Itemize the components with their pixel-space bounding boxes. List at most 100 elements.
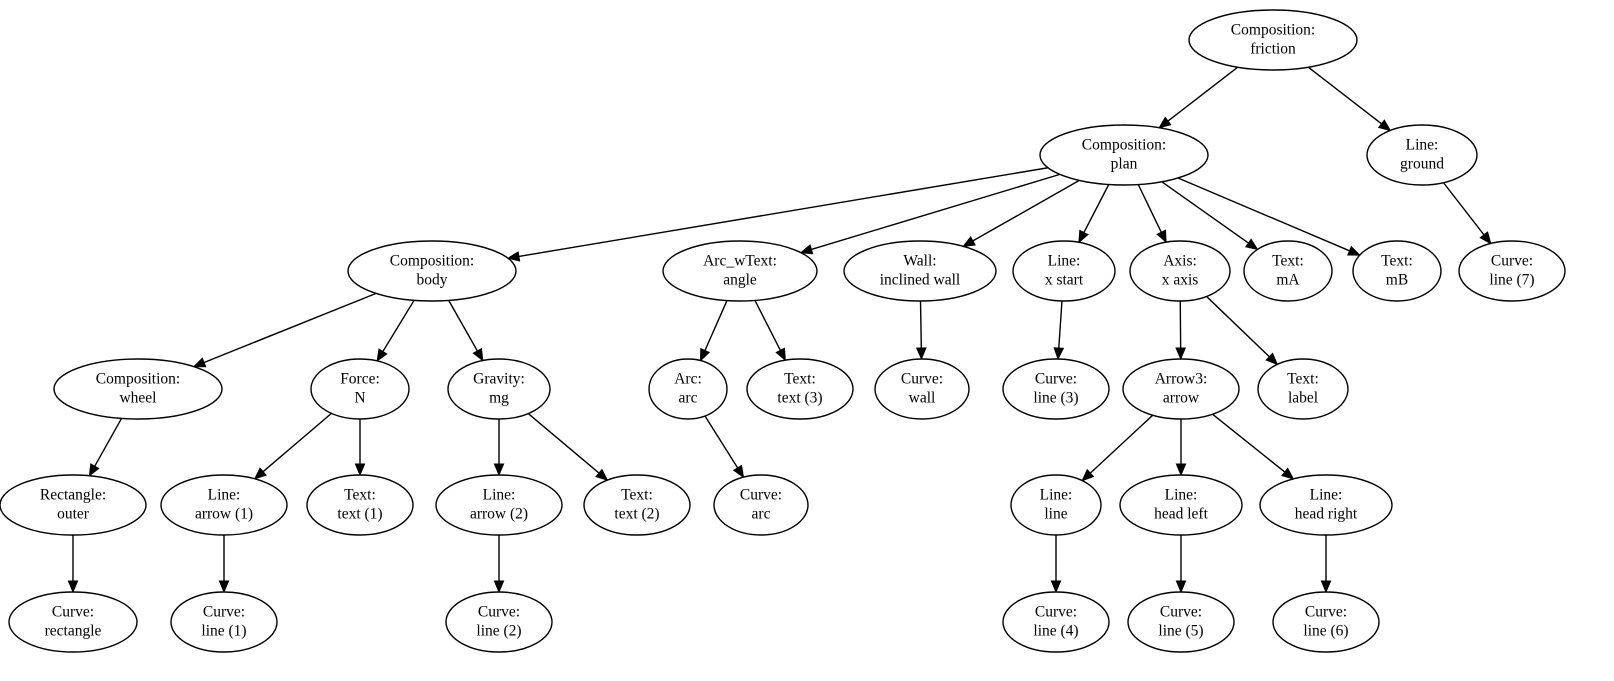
graph-node-mB[interactable]: Text:mB xyxy=(1352,240,1442,302)
node-ellipse-curverect[interactable] xyxy=(8,591,138,653)
graph-node-arrow3[interactable]: Arrow3:arrow xyxy=(1122,358,1240,420)
node-ellipse-lineline[interactable] xyxy=(1010,474,1102,536)
node-ellipse-wheel[interactable] xyxy=(53,358,223,420)
node-label-name-headleft: head left xyxy=(1154,506,1208,523)
node-ellipse-line5[interactable] xyxy=(1127,591,1235,653)
graph-node-line1[interactable]: Curve:line (1) xyxy=(170,591,278,653)
graph-node-plan[interactable]: Composition:plan xyxy=(1039,124,1209,186)
node-ellipse-line1[interactable] xyxy=(170,591,278,653)
graph-node-curvewall[interactable]: Curve:wall xyxy=(874,358,970,420)
node-ellipse-line7[interactable] xyxy=(1458,240,1566,302)
graph-node-line6[interactable]: Curve:line (6) xyxy=(1272,591,1380,653)
graph-node-line3[interactable]: Curve:line (3) xyxy=(1002,358,1110,420)
node-label-name-angle: angle xyxy=(723,272,757,289)
node-label-name-line3: line (3) xyxy=(1033,390,1078,407)
node-ellipse-body[interactable] xyxy=(347,240,517,302)
arrowhead-icon xyxy=(1175,463,1187,477)
node-ellipse-text1[interactable] xyxy=(306,474,414,536)
graph-node-text3[interactable]: Text:text (3) xyxy=(746,358,854,420)
node-label-name-line2: line (2) xyxy=(476,623,521,640)
arrowhead-icon xyxy=(1346,245,1361,256)
graph-node-wall[interactable]: Wall:inclined wall xyxy=(843,240,997,302)
graph-node-line5[interactable]: Curve:line (5) xyxy=(1127,591,1235,653)
graph-node-text2[interactable]: Text:text (2) xyxy=(583,474,691,536)
graph-node-arrow1[interactable]: Line:arrow (1) xyxy=(160,474,288,536)
node-ellipse-arrow3[interactable] xyxy=(1122,358,1240,420)
arrowhead-icon xyxy=(699,347,711,362)
edge-plan-to-angle xyxy=(811,173,1061,251)
node-ellipse-mA[interactable] xyxy=(1243,240,1333,302)
node-label-type-curvearc: Curve: xyxy=(740,487,782,504)
node-label-name-forceN: N xyxy=(354,390,365,407)
arrowhead-icon xyxy=(493,463,505,477)
node-ellipse-plan[interactable] xyxy=(1039,124,1209,186)
node-ellipse-rectouter[interactable] xyxy=(0,474,147,536)
node-label-name-friction: friction xyxy=(1250,41,1296,58)
node-ellipse-line4[interactable] xyxy=(1002,591,1110,653)
graph-node-curvearc[interactable]: Curve:arc xyxy=(713,474,809,536)
edge-wheel-to-rectouter xyxy=(94,418,123,467)
node-ellipse-arc[interactable] xyxy=(648,358,728,420)
node-ellipse-friction[interactable] xyxy=(1188,9,1358,71)
graph-node-rectouter[interactable]: Rectangle:outer xyxy=(0,474,147,536)
graph-node-line7[interactable]: Curve:line (7) xyxy=(1458,240,1566,302)
arrowhead-icon xyxy=(915,347,927,361)
node-ellipse-text3[interactable] xyxy=(746,358,854,420)
node-ellipse-gravity[interactable] xyxy=(447,358,551,420)
edge-arrow3-to-headright xyxy=(1212,413,1286,473)
node-label-type-arrow1: Line: xyxy=(208,487,241,504)
graph-node-headleft[interactable]: Line:head left xyxy=(1119,474,1243,536)
node-ellipse-curvewall[interactable] xyxy=(874,358,970,420)
node-ellipse-wall[interactable] xyxy=(843,240,997,302)
node-label-type-text1: Text: xyxy=(344,487,376,504)
node-ellipse-text2[interactable] xyxy=(583,474,691,536)
graph-node-gravity[interactable]: Gravity:mg xyxy=(447,358,551,420)
node-ellipse-headleft[interactable] xyxy=(1119,474,1243,536)
graph-node-line2[interactable]: Curve:line (2) xyxy=(445,591,553,653)
node-label-name-line5: line (5) xyxy=(1158,623,1203,640)
node-label-type-body: Composition: xyxy=(390,253,474,270)
arrowhead-icon xyxy=(506,251,521,262)
node-ellipse-mB[interactable] xyxy=(1352,240,1442,302)
node-label-name-plan: plan xyxy=(1111,156,1138,173)
node-ellipse-forceN[interactable] xyxy=(310,358,410,420)
graph-node-label[interactable]: Text:label xyxy=(1257,358,1349,420)
arrowhead-icon xyxy=(1479,231,1492,245)
node-ellipse-headright[interactable] xyxy=(1259,474,1393,536)
node-label-name-arrow2: arrow (2) xyxy=(470,506,528,523)
node-ellipse-arrow2[interactable] xyxy=(435,474,563,536)
node-ellipse-label[interactable] xyxy=(1257,358,1349,420)
graph-node-forceN[interactable]: Force:N xyxy=(310,358,410,420)
graph-node-xaxis[interactable]: Axis:x axis xyxy=(1129,240,1231,302)
graph-node-curverect[interactable]: Curve:rectangle xyxy=(8,591,138,653)
node-ellipse-line6[interactable] xyxy=(1272,591,1380,653)
node-ellipse-xstart[interactable] xyxy=(1012,240,1116,302)
arrowhead-icon xyxy=(218,580,230,594)
node-ellipse-xaxis[interactable] xyxy=(1129,240,1231,302)
arrowhead-icon xyxy=(354,463,366,477)
graph-node-wheel[interactable]: Composition:wheel xyxy=(53,358,223,420)
graph-node-arrow2[interactable]: Line:arrow (2) xyxy=(435,474,563,536)
graph-node-friction[interactable]: Composition:friction xyxy=(1188,9,1358,71)
node-ellipse-line2[interactable] xyxy=(445,591,553,653)
graph-node-xstart[interactable]: Line:x start xyxy=(1012,240,1116,302)
arrowhead-icon xyxy=(799,244,814,255)
graph-node-mA[interactable]: Text:mA xyxy=(1243,240,1333,302)
node-label-type-mB: Text: xyxy=(1381,253,1413,270)
graph-node-headright[interactable]: Line:head right xyxy=(1259,474,1393,536)
arrowhead-icon xyxy=(732,464,745,479)
graph-node-body[interactable]: Composition:body xyxy=(347,240,517,302)
node-ellipse-ground[interactable] xyxy=(1366,124,1478,186)
graph-node-ground[interactable]: Line:ground xyxy=(1366,124,1478,186)
graph-node-arc[interactable]: Arc:arc xyxy=(648,358,728,420)
edge-forceN-to-arrow1 xyxy=(262,412,332,473)
node-ellipse-arrow1[interactable] xyxy=(160,474,288,536)
graph-node-line4[interactable]: Curve:line (4) xyxy=(1002,591,1110,653)
graph-node-text1[interactable]: Text:text (1) xyxy=(306,474,414,536)
edge-body-to-forceN xyxy=(382,299,415,352)
node-ellipse-line3[interactable] xyxy=(1002,358,1110,420)
graph-node-lineline[interactable]: Line:line xyxy=(1010,474,1102,536)
node-ellipse-curvearc[interactable] xyxy=(713,474,809,536)
node-ellipse-angle[interactable] xyxy=(662,240,818,302)
graph-node-angle[interactable]: Arc_wText:angle xyxy=(662,240,818,302)
